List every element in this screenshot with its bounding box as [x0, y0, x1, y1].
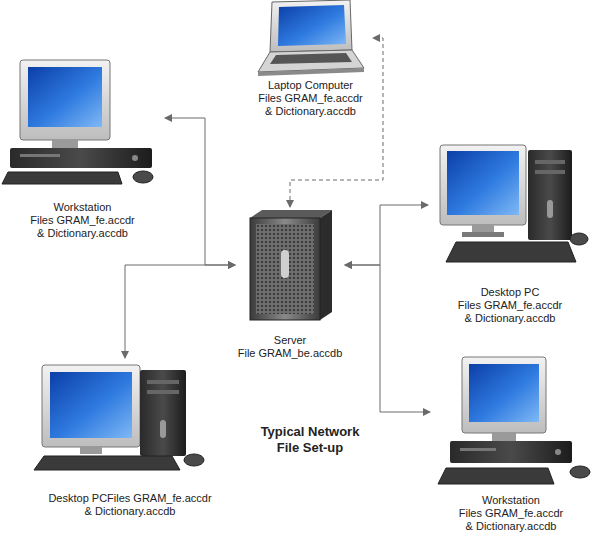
diagram-title: Typical Network File Set-up	[250, 424, 370, 456]
network-connector	[345, 205, 428, 265]
workstation-node: WorkstationFiles GRAM_fe.accdr & Diction…	[0, 58, 165, 242]
desktop-pc-node: Desktop PCFiles GRAM_fe.accdr & Dictiona…	[30, 358, 230, 520]
workstation-illustration	[438, 357, 590, 484]
server-node: ServerFile GRAM_be.accdb	[235, 207, 345, 362]
computer-name: Workstation	[3, 201, 163, 214]
network-connector	[125, 265, 235, 358]
file-list: Files GRAM_fe.accdr & Dictionary.accdb	[455, 507, 567, 533]
computer-name: Workstation	[431, 494, 591, 507]
desktop-pc-illustration	[34, 365, 204, 470]
network-connector	[290, 38, 383, 207]
workstation-node: WorkstationFiles GRAM_fe.accdr & Diction…	[430, 352, 592, 535]
network-connector	[165, 118, 235, 265]
computer-name: Laptop Computer	[248, 79, 373, 92]
desktop-pc-illustration	[440, 145, 588, 262]
file-list: Files GRAM_fe.accdr & Dictionary.accdb	[27, 214, 139, 240]
file-list: File GRAM_be.accdb	[235, 347, 345, 360]
laptop-node: Laptop ComputerFiles GRAM_fe.accdr & Dic…	[248, 0, 373, 120]
workstation-illustration	[2, 60, 153, 184]
file-list: Files GRAM_fe.accdr & Dictionary.accdb	[454, 299, 566, 325]
network-connector	[345, 265, 430, 412]
computer-name: Server	[235, 334, 345, 347]
file-list: Desktop PCFiles GRAM_fe.accdr & Dictiona…	[46, 492, 214, 518]
computer-name: Desktop PC	[430, 286, 590, 299]
desktop-pc-node: Desktop PCFiles GRAM_fe.accdr & Dictiona…	[428, 143, 592, 327]
laptop-illustration	[258, 0, 364, 76]
file-list: Files GRAM_fe.accdr & Dictionary.accdb	[255, 92, 367, 118]
server-illustration	[250, 210, 332, 320]
